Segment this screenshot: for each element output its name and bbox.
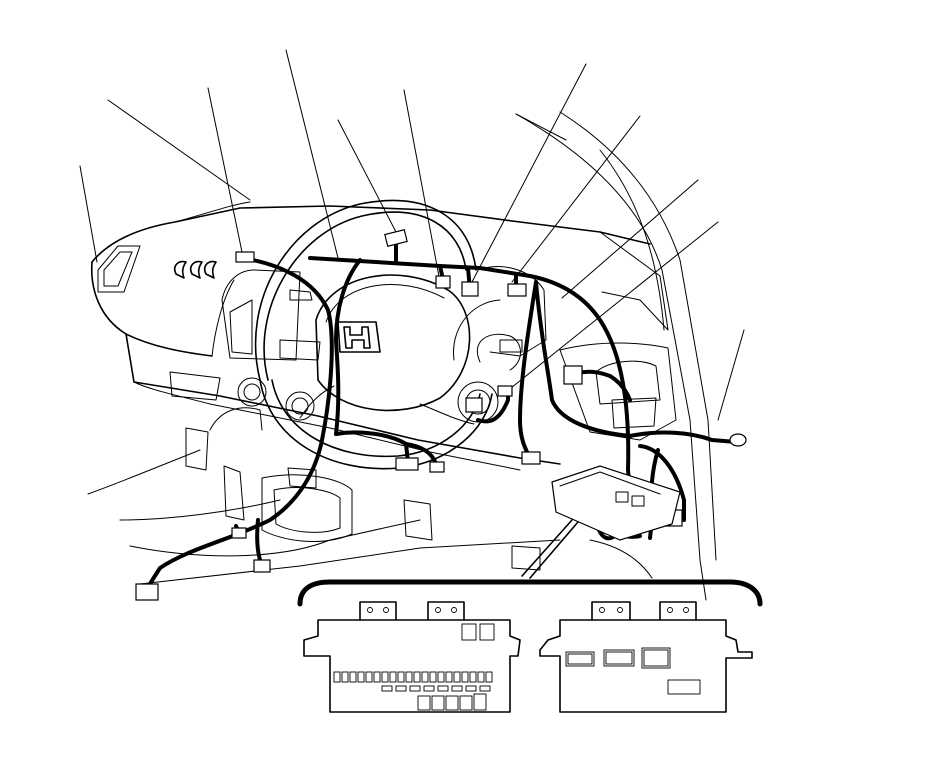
connector-d xyxy=(461,281,479,297)
leader-8 xyxy=(511,115,641,283)
connector-e xyxy=(507,283,527,297)
harness-main-trunk xyxy=(144,256,334,592)
mini-fuse-row xyxy=(381,685,491,692)
fuse-row xyxy=(333,671,493,683)
connector-m xyxy=(253,559,271,573)
grommet xyxy=(729,433,747,447)
honda-h-logo xyxy=(337,321,381,353)
leader-7 xyxy=(471,63,587,283)
fuse-box-back-view xyxy=(539,601,753,713)
connector-j xyxy=(429,461,445,473)
leader-6 xyxy=(403,89,441,283)
connector-b xyxy=(384,229,408,247)
callout-leaders xyxy=(79,49,745,421)
connector-n xyxy=(135,583,159,601)
connector-a xyxy=(235,251,255,263)
fuse-box-in-place xyxy=(551,465,681,541)
connector-l xyxy=(231,527,247,539)
connector-f xyxy=(563,365,583,385)
leader-2 xyxy=(107,99,251,201)
detail-view xyxy=(297,579,763,713)
connector-k xyxy=(521,451,541,465)
leader-5 xyxy=(337,119,397,233)
fuse-box-front-view xyxy=(303,601,521,713)
connector-g xyxy=(497,385,513,397)
connector-i xyxy=(395,457,419,471)
connector-h xyxy=(465,397,483,413)
leader-11 xyxy=(717,329,745,421)
leader-1 xyxy=(79,165,98,263)
leader-10 xyxy=(505,221,719,393)
dashboard xyxy=(90,201,677,471)
connectors xyxy=(135,229,747,601)
lower-dash xyxy=(87,407,653,585)
connector-c xyxy=(435,275,451,289)
leader-3 xyxy=(207,87,243,253)
detail-pointer xyxy=(521,519,573,577)
leader-4 xyxy=(285,49,339,259)
detail-bracket xyxy=(297,579,763,607)
a-pillar xyxy=(515,111,717,601)
